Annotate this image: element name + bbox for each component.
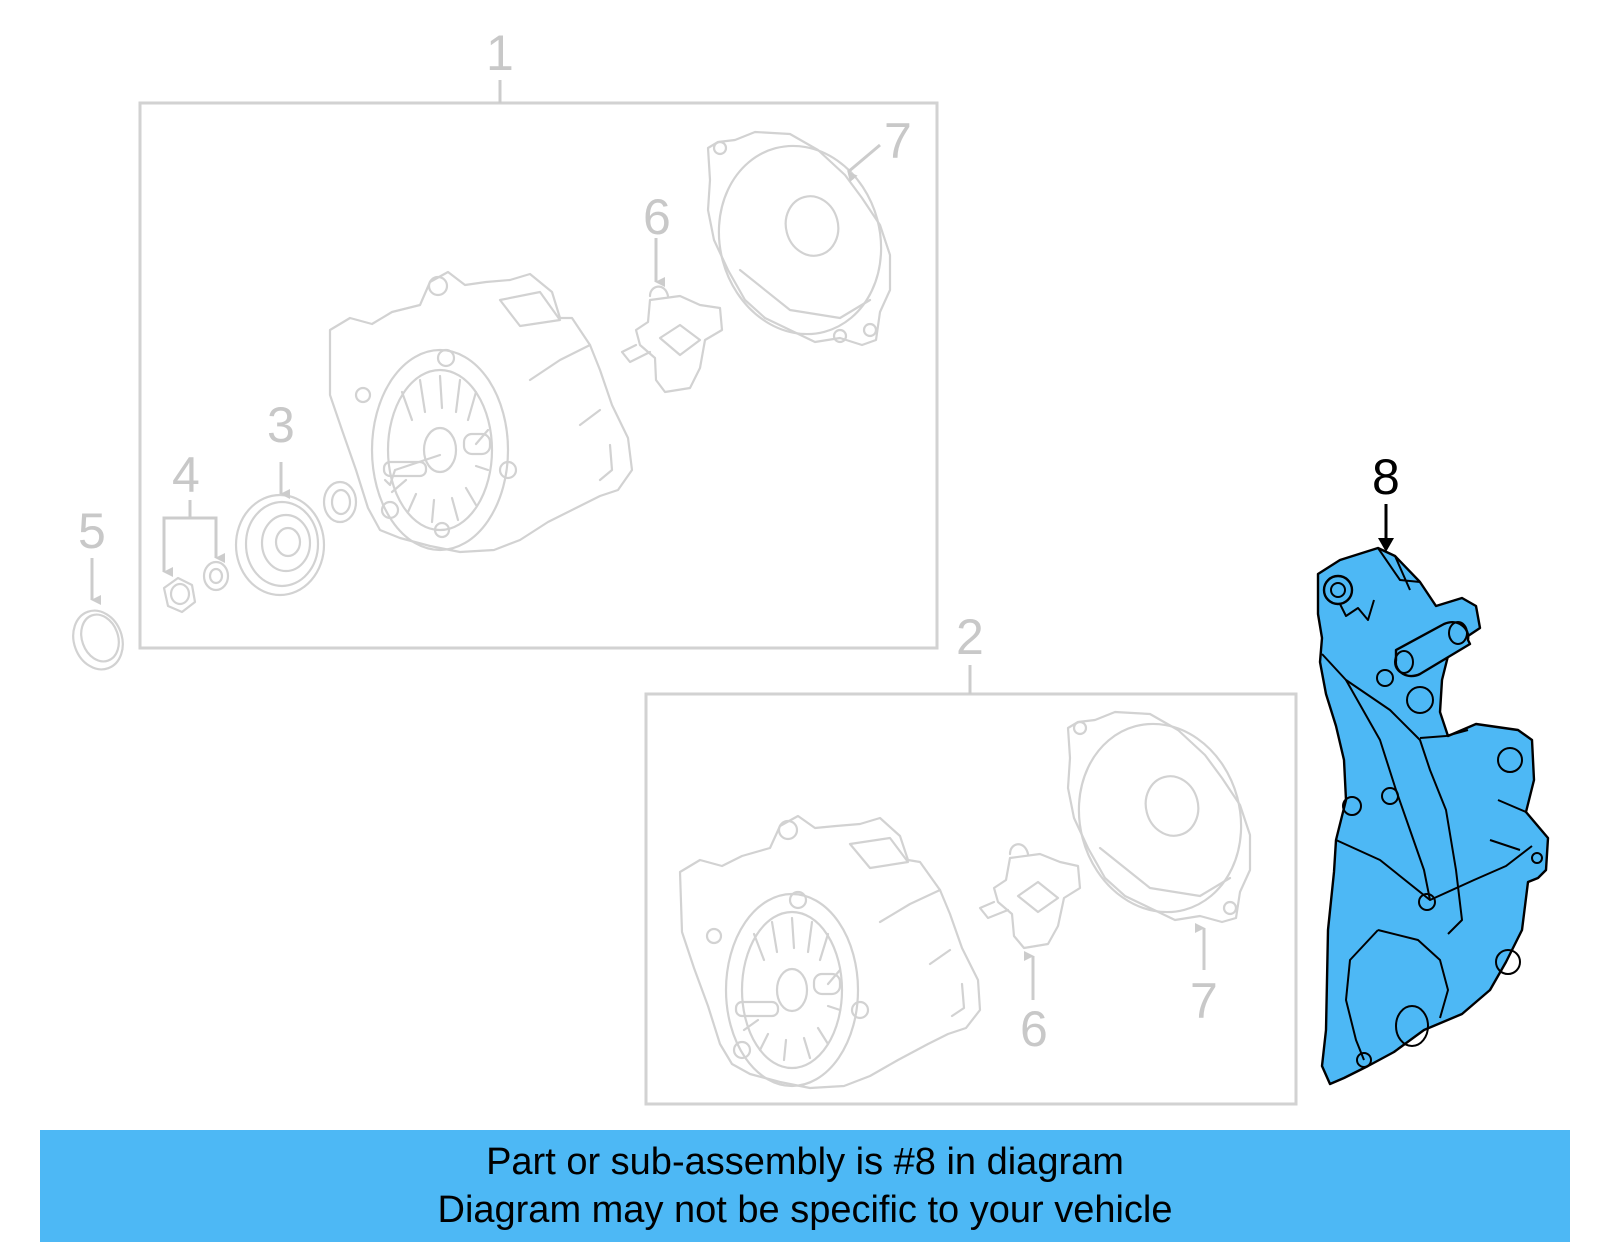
callout-7-assembly-2[interactable]: 7 [1190,973,1218,1029]
callout-6-assembly-1[interactable]: 6 [643,189,671,245]
pulley-3[interactable]: 3 [234,397,326,597]
parts-diagram: 1 6 [65,25,1550,1106]
callout-2[interactable]: 2 [956,609,984,665]
callout-6-assembly-2[interactable]: 6 [1020,1001,1048,1057]
rear-cover-2[interactable]: 7 [1058,706,1262,1029]
spacer-ring[interactable] [322,480,358,524]
callout-8[interactable]: 8 [1372,449,1400,505]
bracket-part-8[interactable]: 8 [1316,449,1550,1086]
regulator-2[interactable]: 6 [978,843,1082,1057]
alternator-2[interactable] [678,814,982,1090]
info-banner: Part or sub-assembly is #8 in diagram Di… [40,1130,1570,1242]
callout-5[interactable]: 5 [78,503,106,559]
callout-1[interactable]: 1 [486,25,514,81]
assembly-1-group: 1 6 [138,25,939,650]
callout-4[interactable]: 4 [172,447,200,503]
regulator-1[interactable]: 6 [620,189,724,394]
assembly-1-box [138,101,939,650]
callout-7-assembly-1[interactable]: 7 [884,113,912,169]
banner-line-1: Part or sub-assembly is #8 in diagram [486,1141,1124,1183]
assembly-2-group: 2 6 [644,609,1298,1106]
rear-cover-1[interactable]: 7 [698,113,912,352]
nut-washer-4[interactable]: 4 [162,447,230,614]
cap-5[interactable]: 5 [65,503,131,676]
callout-3[interactable]: 3 [267,397,295,453]
banner-line-2: Diagram may not be specific to your vehi… [437,1189,1173,1231]
alternator-1[interactable] [328,270,634,554]
